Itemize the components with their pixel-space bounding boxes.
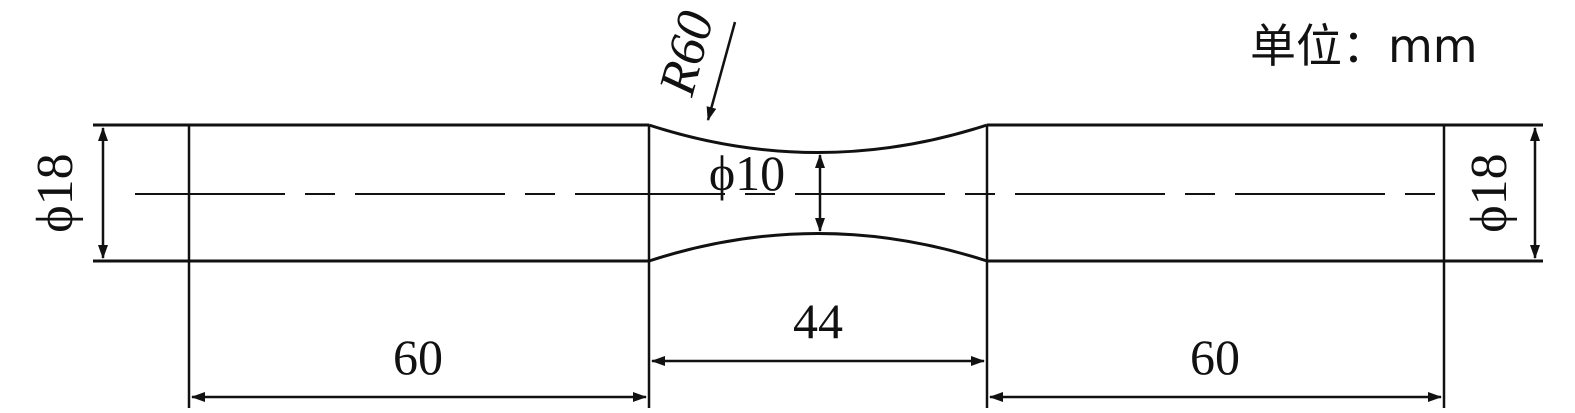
- specimen-outline: [93, 123, 1543, 263]
- left-diameter-label: ϕ18: [27, 153, 84, 232]
- neck-top-arc: [648, 123, 988, 154]
- section-lines: [187, 125, 1446, 408]
- length-dimensions: [191, 356, 1442, 402]
- radius-leader-arrow: [706, 21, 737, 121]
- neck-diameter-label: ϕ10: [709, 145, 785, 201]
- right-diameter-label: ϕ18: [1461, 153, 1518, 232]
- neck-bottom-arc: [648, 232, 988, 263]
- diameter-dimensions: [98, 127, 1540, 259]
- unit-label: 单位：mm: [1250, 19, 1478, 73]
- radius-label: R60: [648, 5, 725, 102]
- right-length-label: 60: [1190, 329, 1240, 385]
- left-length-label: 60: [393, 329, 443, 385]
- middle-length-label: 44: [793, 293, 843, 349]
